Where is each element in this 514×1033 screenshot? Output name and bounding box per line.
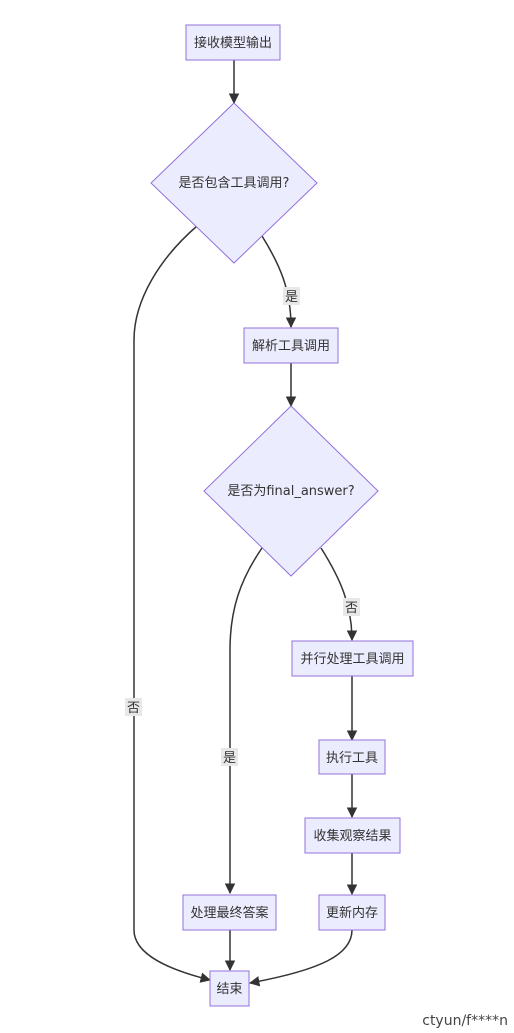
node-end: 结束 bbox=[209, 970, 250, 1007]
node-handle-final-answer: 处理最终答案 bbox=[182, 894, 277, 931]
svg-text:是: 是 bbox=[223, 751, 236, 766]
svg-text:否: 否 bbox=[345, 601, 358, 616]
edge-is-final-yes bbox=[224, 547, 263, 895]
edge-label-has-tool-yes: 是 bbox=[283, 287, 300, 305]
svg-text:解析工具调用: 解析工具调用 bbox=[252, 339, 330, 354]
node-has-tool-call-decision: 是否包含工具调用? bbox=[150, 102, 318, 264]
svg-text:更新内存: 更新内存 bbox=[326, 905, 378, 921]
node-collect-observations: 收集观察结果 bbox=[304, 817, 401, 854]
edge-label-is-final-no: 否 bbox=[343, 598, 360, 616]
svg-text:是: 是 bbox=[285, 290, 298, 305]
svg-text:并行处理工具调用: 并行处理工具调用 bbox=[300, 652, 404, 667]
node-parse-tool-call: 解析工具调用 bbox=[243, 327, 339, 364]
edge-has-tool-no bbox=[133, 225, 212, 983]
svg-text:否: 否 bbox=[127, 701, 140, 716]
edge-label-is-final-yes: 是 bbox=[221, 748, 238, 766]
svg-text:结束: 结束 bbox=[216, 982, 242, 997]
watermark: ctyun/f****n bbox=[422, 1013, 508, 1029]
node-receive-model-output: 接收模型输出 bbox=[185, 24, 281, 61]
node-update-memory: 更新内存 bbox=[318, 894, 386, 931]
svg-text:是否包含工具调用?: 是否包含工具调用? bbox=[179, 175, 290, 191]
node-parallel-tool-calls: 并行处理工具调用 bbox=[291, 640, 414, 677]
edge-has-tool-yes bbox=[261, 235, 297, 329]
node-is-final-answer-decision: 是否为final_answer? bbox=[203, 405, 379, 577]
svg-text:是否为final_answer?: 是否为final_answer? bbox=[227, 484, 354, 499]
svg-text:收集观察结果: 收集观察结果 bbox=[313, 828, 391, 844]
svg-text:执行工具: 执行工具 bbox=[326, 751, 378, 766]
svg-text:处理最终答案: 处理最终答案 bbox=[190, 905, 268, 921]
svg-text:接收模型输出: 接收模型输出 bbox=[194, 35, 272, 51]
edge-update-to-end bbox=[248, 929, 353, 987]
edge-label-has-tool-no: 否 bbox=[125, 698, 142, 716]
edge-is-final-no bbox=[320, 547, 358, 642]
node-execute-tool: 执行工具 bbox=[318, 739, 386, 775]
